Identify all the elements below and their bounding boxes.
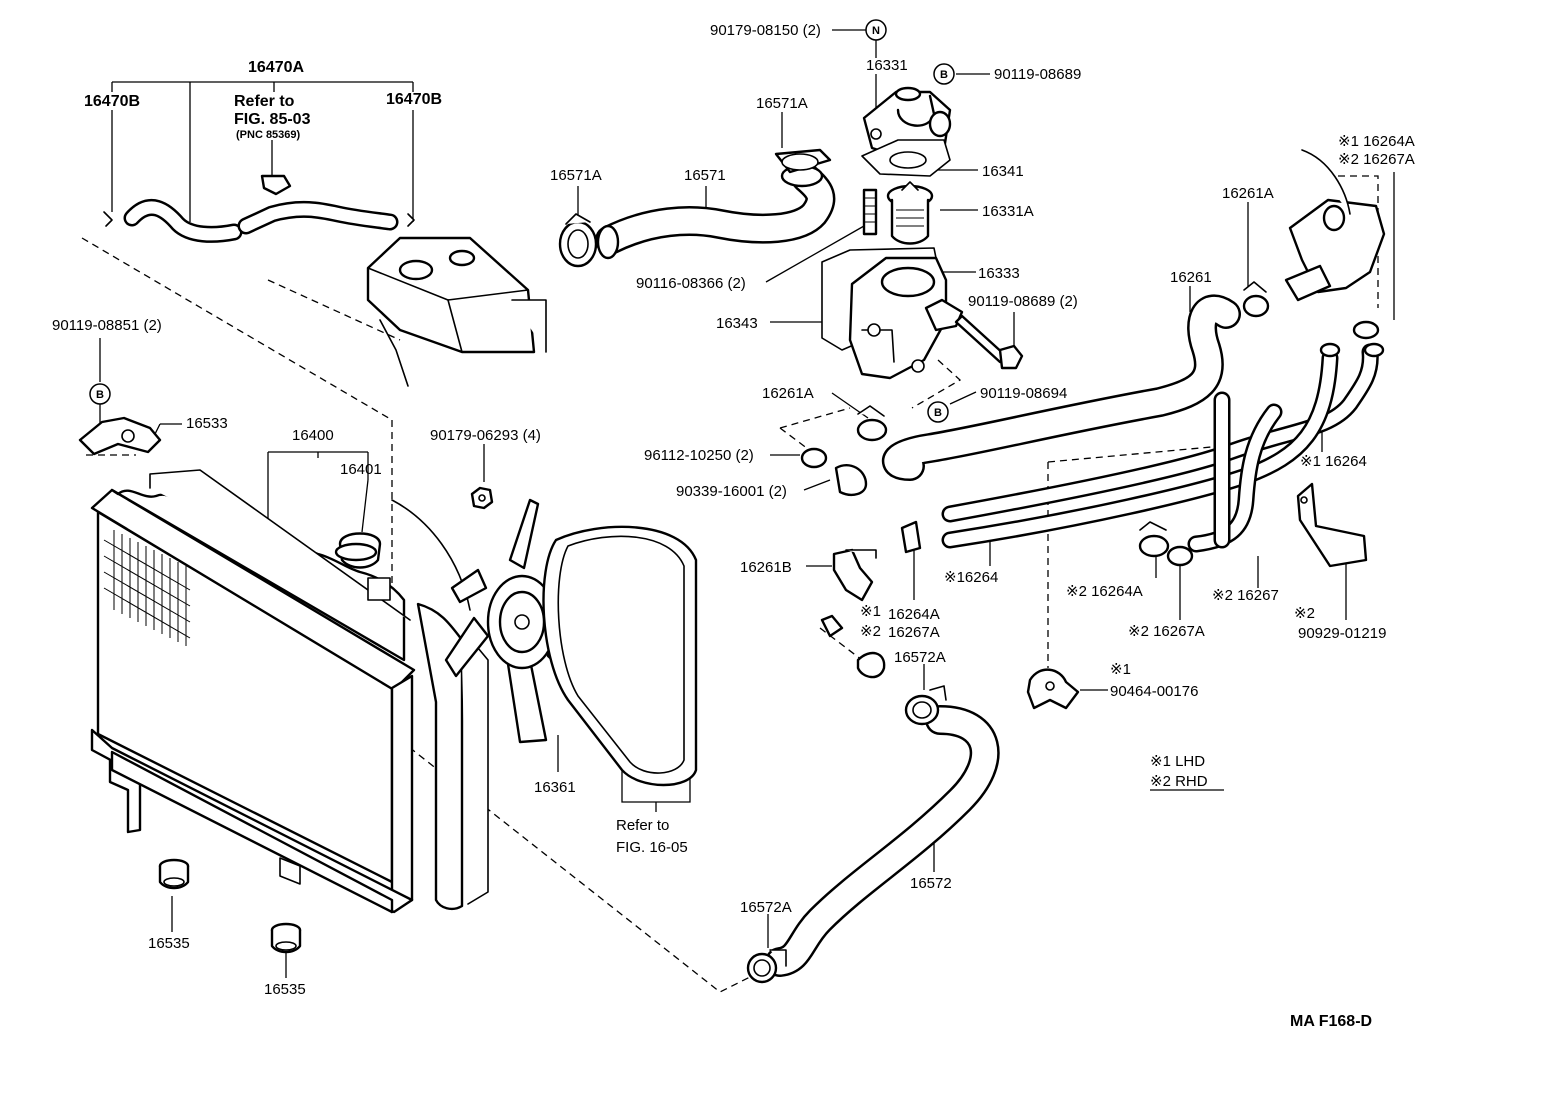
label-refer-85-03-line2: FIG. 85-03	[234, 111, 311, 128]
label-refer-16-05-line2: FIG. 16-05	[616, 839, 688, 856]
label-16572A-bottom: 16572A	[740, 899, 792, 916]
label-90119-08851: 90119-08851 (2)	[52, 317, 162, 334]
nut-90179-06293	[470, 486, 494, 510]
label-refer-85-03-line1: Refer to	[234, 93, 295, 110]
label-96112-10250: 96112-10250 (2)	[644, 447, 754, 464]
stud-90116-08366	[862, 188, 878, 236]
reserve-tank	[366, 236, 547, 387]
legend-lhd: ※1 LHD	[1150, 753, 1205, 770]
label-16341: 16341	[982, 163, 1024, 180]
label-90339-16001: 90339-16001 (2)	[676, 483, 787, 500]
leader-lines	[99, 29, 1395, 978]
label-16264A-low: ※2 16264A	[1066, 583, 1143, 600]
clamp-16572A-bottom	[746, 949, 787, 984]
water-fitting-right	[1284, 149, 1386, 358]
svg-text:N: N	[872, 25, 880, 37]
label-16533: 16533	[186, 415, 228, 432]
label-16535-b: 16535	[264, 981, 306, 998]
label-16267-low: ※2 16267	[1212, 587, 1279, 604]
bracket-90929-01219	[1296, 482, 1368, 568]
label-16470A: 16470A	[248, 59, 304, 76]
clamp-16267A-low	[1166, 545, 1194, 567]
thermostat-16331A	[886, 181, 934, 245]
label-16361: 16361	[534, 779, 576, 796]
label-16267A-low: ※2 16267A	[1128, 623, 1205, 640]
hose-16261	[881, 294, 1241, 481]
label-16261: 16261	[1170, 269, 1212, 286]
water-inlet-16333	[848, 256, 964, 380]
label-note1-mid: ※1	[860, 603, 881, 620]
label-16264A-mid: 16264A	[888, 606, 940, 623]
cushion-16535-b	[270, 922, 302, 954]
svg-text:B: B	[940, 69, 948, 81]
label-16571A-left: 16571A	[550, 167, 602, 184]
label-16264-left: ※16264	[944, 569, 998, 586]
label-refer-85-03-line3: (PNC 85369)	[236, 129, 301, 141]
label-90119-08694: 90119-08694	[980, 385, 1067, 402]
clamp-16264A-mid	[820, 520, 922, 679]
label-90119-08689: 90119-08689	[994, 66, 1081, 83]
label-16343: 16343	[716, 315, 758, 332]
label-note2-bracket: ※2	[1294, 605, 1315, 622]
diagram-code: MA F168-D	[1290, 1013, 1372, 1030]
reserve-hoses-16470	[103, 174, 415, 243]
label-16264-right: ※1 16264	[1300, 453, 1367, 470]
label-16572A-top: 16572A	[894, 649, 946, 666]
label-16333: 16333	[978, 265, 1020, 282]
pipe-16264	[941, 343, 1379, 553]
label-90179-06293: 90179-06293 (4)	[430, 427, 541, 444]
label-16261B: 16261B	[740, 559, 792, 576]
clamp-16264A-low	[1138, 521, 1170, 558]
hose-16261B	[832, 548, 877, 602]
circle-marker-b-top: B	[933, 63, 955, 85]
clamp-16261A-right	[1242, 281, 1270, 318]
plug-90339-16001	[834, 463, 868, 496]
label-16331A: 16331A	[982, 203, 1034, 220]
label-90116-08366: 90116-08366 (2)	[636, 275, 746, 292]
hose-16572	[765, 705, 1000, 977]
clamp-16572A-top	[904, 685, 947, 726]
clamp-16261A-mid	[856, 405, 888, 442]
label-refer-16-05-line1: Refer to	[616, 817, 669, 834]
circle-marker-b-mid: B	[927, 401, 949, 423]
label-90119-08689-2: 90119-08689 (2)	[968, 293, 1078, 310]
label-16470B-left: 16470B	[84, 93, 140, 110]
radiator-16400	[90, 469, 416, 914]
label-90464-00176: 90464-00176	[1110, 683, 1198, 700]
label-16470B-right: 16470B	[386, 91, 442, 108]
label-16571A-top: 16571A	[756, 95, 808, 112]
label-16261A-right: 16261A	[1222, 185, 1274, 202]
label-16261A-mid: 16261A	[762, 385, 814, 402]
circle-marker-b-left: B	[89, 383, 111, 405]
label-note1-clamp: ※1	[1110, 661, 1131, 678]
label-16400: 16400	[292, 427, 334, 444]
label-16264A-top: ※1 16264A	[1338, 133, 1415, 150]
label-16572: 16572	[910, 875, 952, 892]
fan-shroud	[391, 499, 489, 911]
v-belt	[542, 525, 698, 787]
legend-rhd: ※2 RHD	[1150, 773, 1208, 790]
radiator-support-16533	[78, 416, 162, 456]
clamp-90464-00176	[1026, 668, 1080, 710]
label-90929-01219: 90929-01219	[1298, 625, 1386, 642]
bolt-90119-08689	[954, 314, 1024, 370]
label-note2-mid: ※2	[860, 623, 881, 640]
svg-text:B: B	[96, 389, 104, 401]
label-16535-a: 16535	[148, 935, 190, 952]
circle-marker-n: N	[865, 19, 887, 41]
label-90179-08150: 90179-08150 (2)	[710, 22, 821, 39]
svg-text:B: B	[934, 407, 942, 419]
clamp-16571A-left	[558, 213, 598, 268]
label-16401: 16401	[340, 461, 382, 478]
gasket-16341	[861, 139, 951, 177]
cushion-16535-a	[158, 858, 190, 890]
clamp-96112-10250	[800, 447, 828, 469]
part-labels: 16470A 16470B 16470B Refer to FIG. 85-03…	[52, 22, 1415, 1030]
label-16571: 16571	[684, 167, 726, 184]
label-16267A-top: ※2 16267A	[1338, 151, 1415, 168]
label-16267A-mid: 16267A	[888, 624, 940, 641]
clamp-16571A-top	[774, 148, 832, 174]
label-16331: 16331	[866, 57, 908, 74]
